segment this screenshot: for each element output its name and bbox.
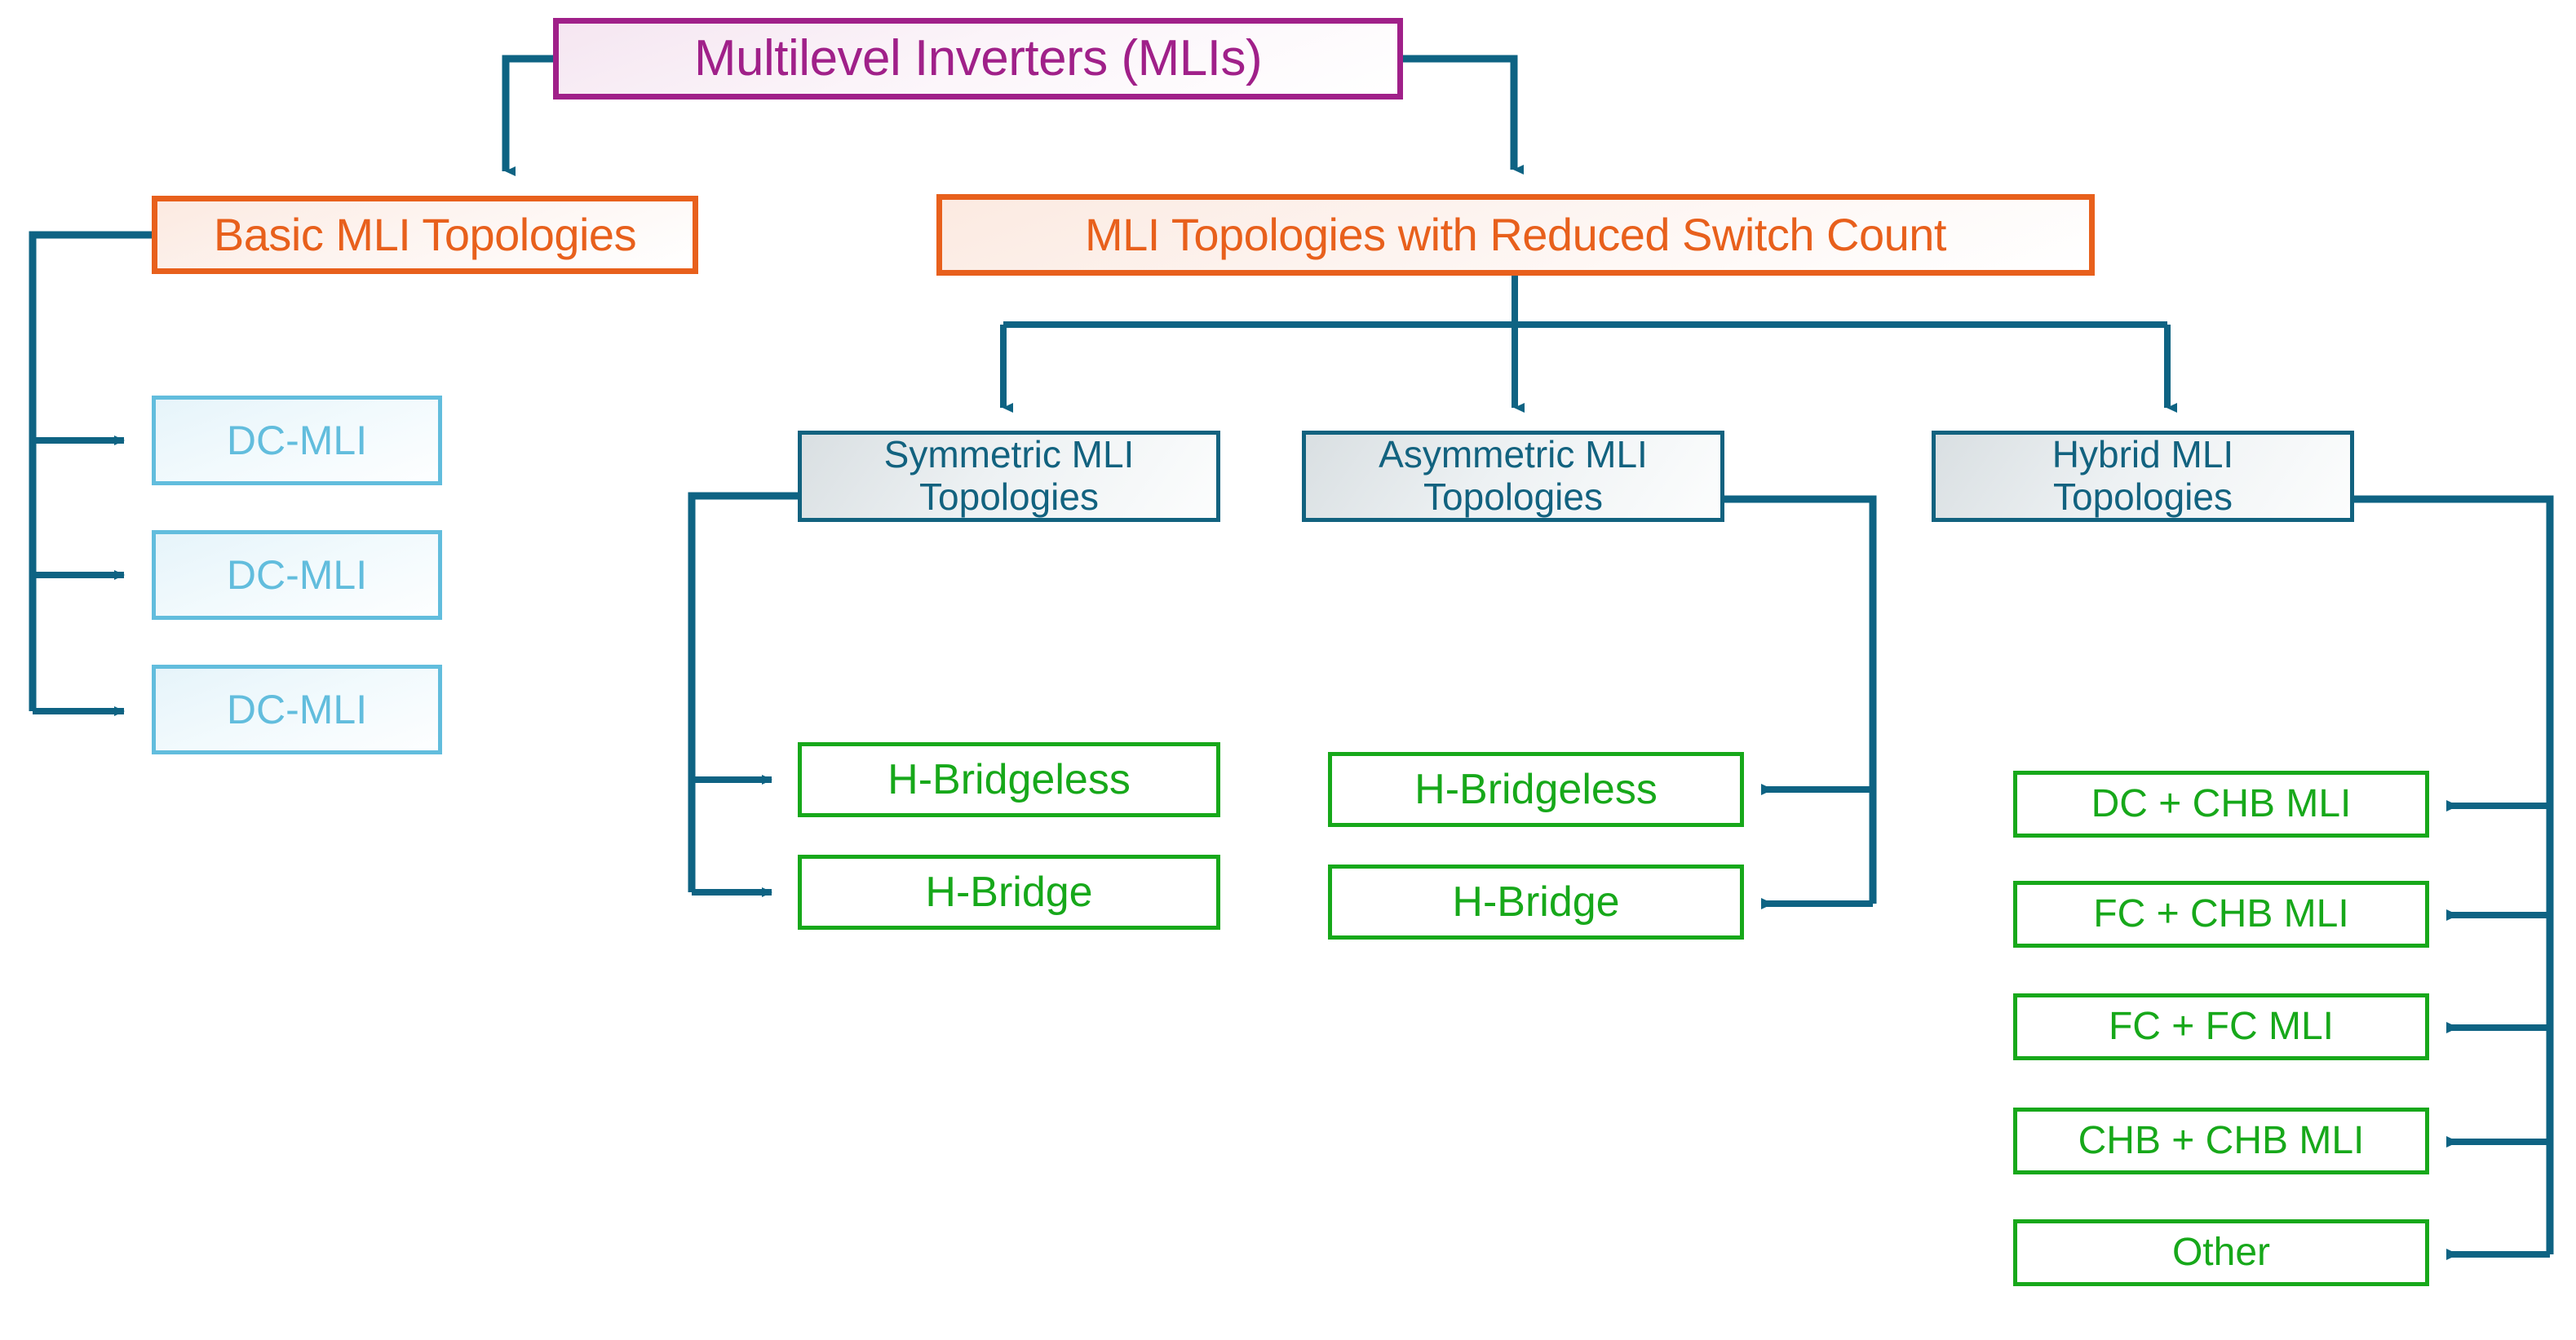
wire-root-to-basic xyxy=(502,55,553,176)
node-symmetric-h-bridgeless[interactable]: H-Bridgeless xyxy=(798,742,1220,817)
node-dc-mli-3[interactable]: DC-MLI xyxy=(152,665,442,754)
node-other[interactable]: Other xyxy=(2013,1219,2429,1286)
node-asymmetric-h-bridge[interactable]: H-Bridge xyxy=(1328,865,1744,940)
wire-asymmetric-right-drop xyxy=(1724,495,1877,904)
node-chb-plus-chb-mli[interactable]: CHB + CHB MLI xyxy=(2013,1108,2429,1174)
node-dc-plus-chb-mli[interactable]: DC + CHB MLI xyxy=(2013,771,2429,838)
node-asymmetric-h-bridgeless[interactable]: H-Bridgeless xyxy=(1328,752,1744,827)
node-hybrid-mli-topologies[interactable]: Hybrid MLI Topologies xyxy=(1932,431,2354,522)
node-mli-topologies-reduced-switch-count[interactable]: MLI Topologies with Reduced Switch Count xyxy=(936,194,2095,276)
node-multilevel-inverters[interactable]: Multilevel Inverters (MLIs) xyxy=(553,18,1403,100)
node-symmetric-mli-topologies[interactable]: Symmetric MLI Topologies xyxy=(798,431,1220,522)
node-asymmetric-mli-topologies[interactable]: Asymmetric MLI Topologies xyxy=(1302,431,1724,522)
node-dc-mli-2[interactable]: DC-MLI xyxy=(152,530,442,620)
node-symmetric-h-bridge[interactable]: H-Bridge xyxy=(798,855,1220,930)
node-basic-mli-topologies[interactable]: Basic MLI Topologies xyxy=(152,196,698,274)
wire-basic-left-drop xyxy=(29,231,152,711)
node-fc-plus-chb-mli[interactable]: FC + CHB MLI xyxy=(2013,881,2429,948)
wire-symmetric-left-drop xyxy=(688,492,798,892)
node-fc-plus-fc-mli[interactable]: FC + FC MLI xyxy=(2013,993,2429,1060)
wire-root-to-reduced xyxy=(1403,55,1524,175)
node-dc-mli-1[interactable]: DC-MLI xyxy=(152,396,442,485)
